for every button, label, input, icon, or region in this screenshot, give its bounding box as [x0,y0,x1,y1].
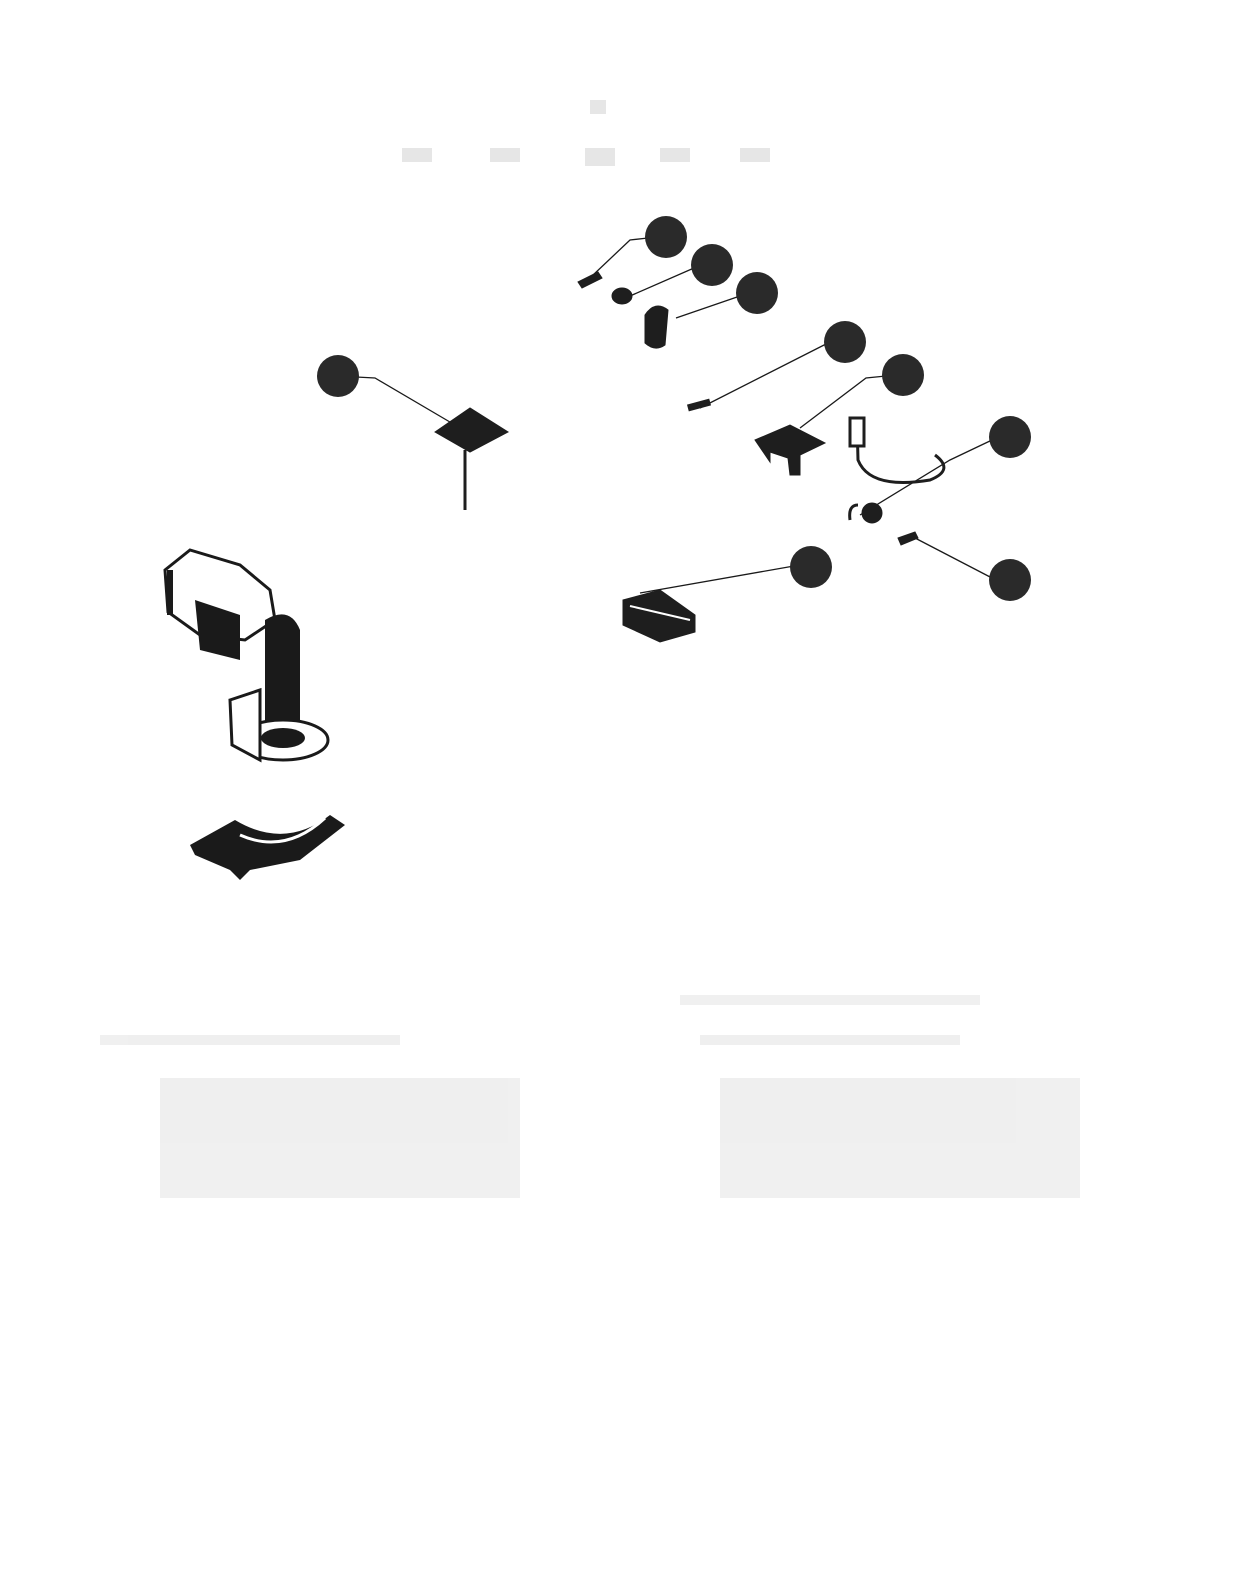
callout-9 [317,355,359,397]
callout-8 [790,546,832,588]
main-assembly [163,548,345,880]
part-washer [611,287,633,305]
callout-7 [989,559,1031,601]
callout-4 [824,321,866,363]
callout-6 [989,416,1031,458]
part-spring-clip [848,416,946,484]
parts [434,271,946,643]
part-knob [848,502,883,524]
callout-3 [736,272,778,314]
callout-5 [882,354,924,396]
part-pin-clip [577,271,603,289]
part-plate [434,407,509,510]
part-small-clip [897,531,919,546]
faint-parts-table [100,995,1080,1198]
part-bracket [754,424,827,476]
faint-heading [402,100,770,166]
part-cap [644,305,669,349]
part-rod [686,398,712,412]
leader-lines [355,237,993,594]
callout-balloons [317,216,1031,601]
callout-2 [691,244,733,286]
callout-1 [645,216,687,258]
part-base-bracket [622,589,696,643]
